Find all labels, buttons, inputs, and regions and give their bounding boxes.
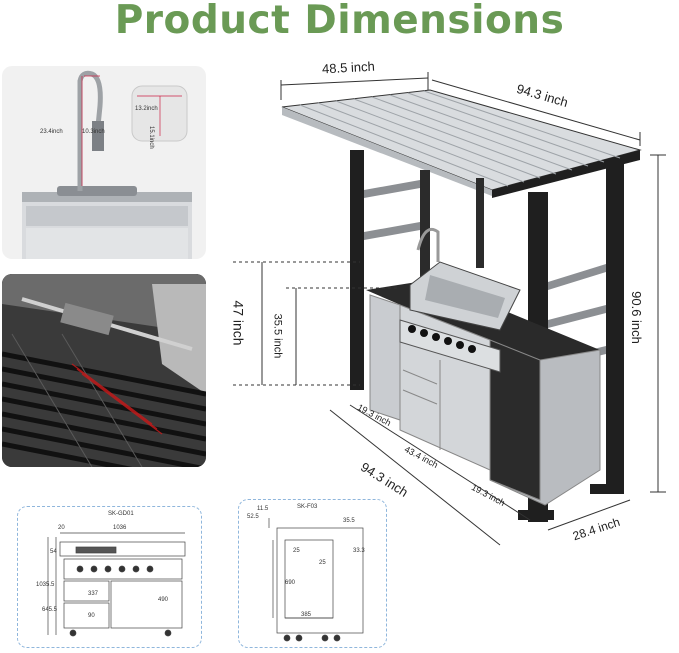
fridge-dim-1: 52.5	[247, 514, 259, 520]
grill-schematic	[47, 532, 186, 637]
grill-dim-6: 337	[88, 591, 99, 597]
fridge-schematic	[268, 518, 364, 642]
fridge-dim-2: 11.5	[257, 506, 269, 512]
faucet-height-label: 23.4inch	[40, 129, 63, 135]
counter-height-dimension: 47 inch	[230, 300, 247, 346]
grill-grate-image	[2, 274, 206, 467]
roof-width-dimension: 48.5 inch	[321, 58, 376, 77]
grill-dim-5: 645.5	[42, 607, 58, 613]
grill-model-label: SK-GD01	[108, 511, 134, 517]
spout-reach-label: 10.3inch	[82, 129, 105, 135]
fridge-dim-6: 690	[285, 580, 296, 586]
fridge-dim-8: 25	[293, 548, 300, 554]
sink-faucet-image	[22, 70, 192, 259]
grill-dim-2: 54	[50, 549, 57, 555]
grill-dim-3: 490	[158, 597, 169, 603]
page-title: Product Dimensions	[114, 0, 565, 43]
grill-dim-1: 20	[58, 525, 65, 531]
fridge-dim-3: 35.5	[343, 518, 355, 524]
total-height-dimension: 90.6 inch	[628, 291, 644, 344]
grill-dim-7: 90	[88, 613, 95, 619]
sink-width-label: 13.2inch	[135, 106, 158, 112]
technical-drawing-grill: SK-GD01 1036 20 54 490 1035.5 645.5 337 …	[17, 506, 202, 648]
grill-top-dimension: 1036	[113, 525, 127, 531]
sink-photo-panel: 23.4inch 10.3inch 13.2inch 15.1inch	[2, 66, 206, 259]
fridge-model-label: SK-F03	[297, 504, 318, 510]
grill-height-dimension: 35.5 inch	[271, 313, 284, 359]
technical-drawing-fridge: SK-F03 52.5 11.5 35.5 25 33.3 690 385 25	[238, 499, 387, 648]
grill-dim-4: 1035.5	[36, 582, 55, 588]
fridge-dim-5: 33.3	[353, 548, 365, 554]
fridge-dim-4: 25	[319, 560, 326, 566]
grill-grate-photo-panel	[2, 274, 206, 467]
fridge-dim-7: 385	[301, 612, 312, 618]
